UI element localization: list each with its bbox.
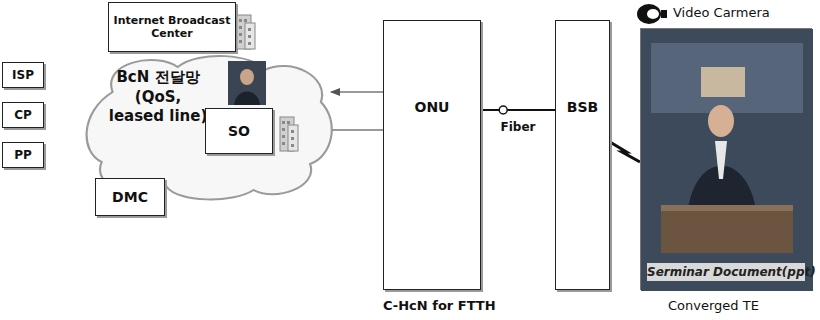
onu-box: ONU bbox=[383, 20, 481, 290]
connector bbox=[331, 92, 383, 93]
provider-box: PP bbox=[2, 142, 44, 168]
provider-box: ISP bbox=[2, 62, 44, 88]
camera-label: Video Carmera bbox=[673, 5, 770, 20]
node-label: SO bbox=[228, 123, 250, 139]
provider-box: CP bbox=[2, 102, 44, 128]
cloud-label: BcN 전달망 (QoS, leased line) bbox=[106, 68, 210, 127]
building-icon bbox=[233, 9, 259, 51]
center-box: Internet Broadcast Center bbox=[108, 2, 236, 52]
node-label: PP bbox=[14, 148, 32, 162]
node-label: Internet Broadcast Center bbox=[109, 14, 235, 40]
node-label: CP bbox=[14, 108, 32, 122]
connector bbox=[481, 106, 555, 114]
document-caption: Serminar Document(ppt) bbox=[647, 263, 805, 281]
fiber-joint bbox=[499, 106, 507, 114]
system-label: C-HcN for FTTH bbox=[383, 298, 496, 313]
connector bbox=[610, 142, 640, 162]
node-label: ISP bbox=[12, 68, 34, 82]
bsb-box: BSB bbox=[555, 20, 610, 290]
node-label: ONU bbox=[415, 99, 450, 115]
so-picture bbox=[228, 61, 266, 105]
building-icon bbox=[276, 111, 302, 153]
so-box: SO bbox=[205, 108, 273, 154]
dmc-box: DMC bbox=[95, 178, 165, 216]
node-label: DMC bbox=[112, 189, 148, 205]
terminal-picture: Video CarmeraSerminar Document(ppt) bbox=[640, 28, 812, 290]
seminar-photo bbox=[641, 29, 813, 291]
edge-label: Fiber bbox=[499, 120, 538, 134]
terminal-label: Converged TE bbox=[668, 298, 759, 313]
node-label: BSB bbox=[567, 99, 598, 115]
camera-icon bbox=[635, 1, 669, 27]
